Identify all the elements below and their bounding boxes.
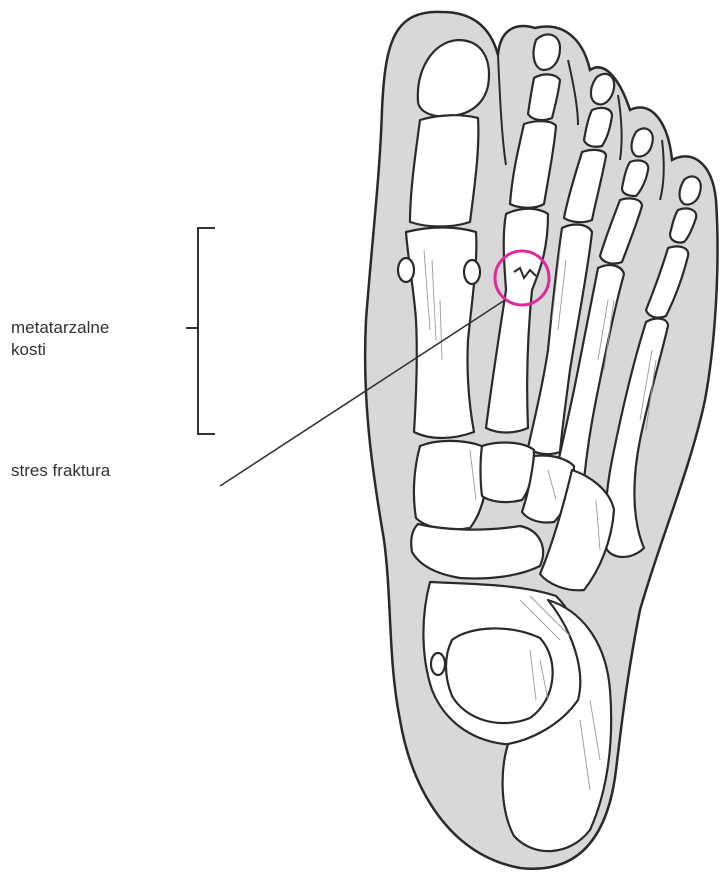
talus-head — [446, 628, 553, 723]
metatarsals-label-line1: metatarzalne — [11, 317, 109, 339]
metatarsal-bracket — [186, 228, 215, 434]
metatarsals-label-line2: kosti — [11, 339, 109, 361]
metatarsals-label: metatarzalne kosti — [11, 317, 109, 361]
sesamoid-medial — [398, 258, 414, 282]
navicular — [411, 524, 543, 579]
intermediate-cuneiform — [481, 443, 535, 503]
sustentaculum-nub — [431, 653, 445, 675]
medial-cuneiform — [414, 441, 487, 530]
toe2-distal — [534, 34, 560, 70]
hallux-proximal-phalanx — [410, 115, 478, 226]
stress-fracture-label: stres fraktura — [11, 460, 110, 482]
sesamoid-lateral — [464, 260, 480, 284]
